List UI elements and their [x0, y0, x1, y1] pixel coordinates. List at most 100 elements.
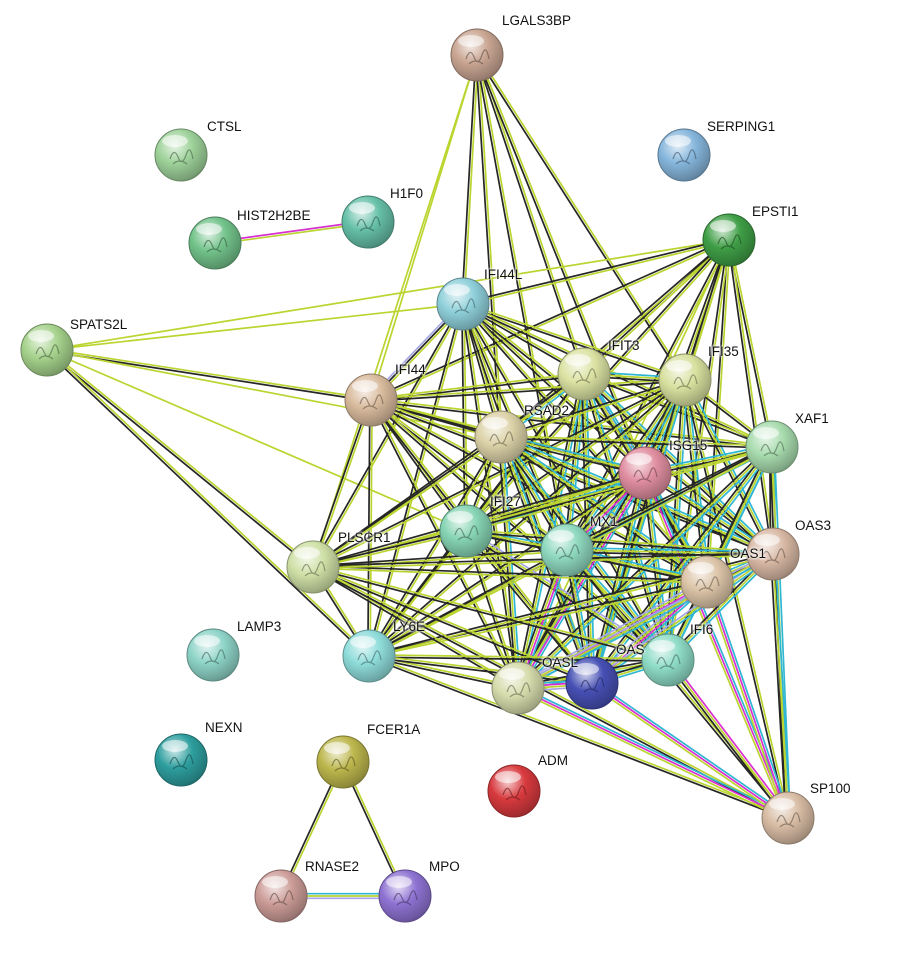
node-label-oasl: OASL	[542, 655, 579, 670]
node-label-ifit3: IFIT3	[608, 338, 640, 353]
node-plscr1[interactable]	[286, 540, 340, 594]
protein-structure-icon	[717, 234, 742, 250]
edge-line-coexpression	[563, 372, 583, 551]
node-label-isg15: ISG15	[669, 438, 708, 453]
node-ifi6[interactable]	[641, 633, 695, 687]
node-label-fcer1a: FCER1A	[367, 722, 421, 737]
edge-lgals3bp-ifi44l	[461, 54, 479, 305]
edge-line-textmining	[703, 581, 787, 820]
node-ctsl[interactable]	[154, 128, 208, 182]
node-h1f0[interactable]	[341, 195, 395, 249]
edge-line-textmining	[642, 473, 787, 820]
edge-line-textmining	[312, 554, 774, 569]
edge-line-coexpression	[499, 238, 730, 437]
edge-line-coexpression	[461, 54, 477, 305]
node-isg15[interactable]	[618, 446, 672, 500]
node-oas2[interactable]	[565, 656, 619, 710]
edge-line-textmining	[462, 302, 687, 380]
edge-line-coexpression	[367, 435, 501, 657]
edge-line-experiments	[518, 472, 647, 690]
edge-line-textmining	[500, 435, 773, 447]
edge-line-coexpression	[475, 54, 584, 376]
node-label-serping1: SERPING1	[707, 119, 776, 134]
protein-structure-icon	[201, 649, 226, 665]
node-label-ctsl: CTSL	[207, 119, 242, 134]
edge-line-textmining	[312, 437, 503, 569]
node-highlight	[162, 135, 188, 147]
edge-spats2l-ly6e	[45, 348, 371, 658]
edge-line-textmining	[465, 447, 774, 533]
node-ifit3[interactable]	[557, 347, 611, 401]
node-adm[interactable]	[487, 764, 541, 818]
edge-line-textmining	[685, 378, 790, 819]
node-ifi35[interactable]	[658, 353, 712, 407]
node-nexn[interactable]	[154, 733, 208, 787]
edge-line-textmining	[46, 348, 371, 657]
node-highlight	[565, 354, 591, 366]
node-lgals3bp[interactable]	[450, 28, 504, 82]
node-sp100[interactable]	[761, 791, 815, 845]
node-serping1[interactable]	[657, 128, 711, 182]
edge-ifi44-plscr1	[311, 398, 373, 569]
edge-line-coexpression	[580, 373, 667, 662]
edge-line-textmining	[462, 240, 731, 306]
edge-line-coexpression	[682, 380, 772, 556]
node-oasl[interactable]	[491, 661, 545, 715]
node-highlight	[666, 360, 692, 372]
node-hist2h2be[interactable]	[188, 216, 242, 270]
edge-line-database	[566, 546, 774, 553]
edge-line-textmining	[370, 378, 686, 400]
node-label-mx1: MX1	[590, 514, 618, 529]
edge-ifi6-sp100	[665, 657, 791, 821]
edge-line-textmining	[368, 654, 669, 660]
edge-line-experiments	[706, 581, 789, 819]
node-highlight	[499, 668, 525, 680]
edge-line-coexpression	[367, 656, 789, 820]
node-label-sp100: SP100	[810, 781, 851, 796]
node-ifi27[interactable]	[439, 504, 493, 558]
node-epsti1[interactable]	[702, 213, 756, 267]
edge-line-textmining	[591, 446, 773, 684]
node-oas1[interactable]	[680, 555, 734, 609]
edge-oas1-plscr1	[312, 565, 708, 584]
edge-oas3-sp100	[769, 553, 792, 819]
node-highlight	[196, 223, 222, 235]
protein-structure-icon	[673, 374, 698, 390]
edge-oas1-sp100	[703, 580, 792, 820]
protein-structure-icon	[203, 237, 228, 253]
edge-line-coexpression	[311, 567, 669, 662]
node-spats2l[interactable]	[20, 323, 74, 377]
edge-line-coexpression	[769, 553, 787, 819]
edge-line-database	[592, 555, 776, 686]
node-ly6e[interactable]	[342, 629, 396, 683]
edge-line-textmining	[368, 550, 569, 658]
node-label-mpo: MPO	[429, 859, 460, 874]
node-label-ifi44l: IFI44L	[484, 267, 523, 282]
node-mx1[interactable]	[540, 523, 594, 577]
node-label-oas1: OAS1	[730, 546, 767, 561]
node-label-lamp3: LAMP3	[237, 619, 282, 634]
node-oas3[interactable]	[746, 527, 800, 581]
node-lamp3[interactable]	[186, 628, 240, 682]
protein-structure-icon	[760, 441, 785, 457]
node-label-ifi27: IFI27	[490, 494, 521, 509]
node-fcer1a[interactable]	[316, 735, 370, 789]
node-highlight	[349, 202, 375, 214]
edge-line-textmining	[368, 654, 790, 818]
edge-line-textmining	[667, 659, 789, 819]
edge-line-database	[774, 553, 792, 819]
edge-line-textmining	[684, 379, 774, 555]
node-rnase2[interactable]	[254, 869, 308, 923]
node-xaf1[interactable]	[745, 420, 799, 474]
edge-line-coexpression	[311, 435, 502, 567]
node-mpo[interactable]	[378, 869, 432, 923]
protein-structure-icon	[695, 576, 720, 592]
node-ifi44[interactable]	[344, 373, 398, 427]
node-highlight	[710, 220, 736, 232]
edge-line-textmining	[589, 684, 788, 821]
node-ifi44l[interactable]	[436, 277, 490, 331]
node-rsad2[interactable]	[474, 410, 528, 464]
node-highlight	[548, 530, 574, 542]
